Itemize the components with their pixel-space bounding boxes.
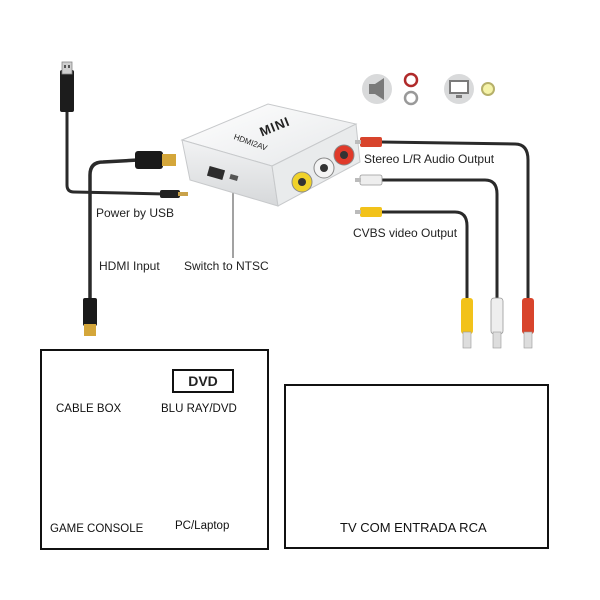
hdmi-cable	[83, 151, 176, 336]
sources-panel	[40, 349, 269, 550]
rca-sockets	[291, 144, 355, 193]
rca-cables	[355, 137, 534, 349]
source-label-pc: PC/Laptop	[175, 520, 230, 532]
audio-jack-icon	[403, 72, 419, 106]
usb-power-cable	[60, 61, 188, 198]
hdmi-input-label: HDMI Input	[99, 259, 160, 273]
hdmi2av-converter-box	[180, 103, 361, 207]
cvbs-video-label: CVBS video Output	[353, 226, 458, 240]
source-label-cable-box: CABLE BOX	[56, 403, 122, 415]
speaker-icon	[362, 74, 392, 104]
source-label-blu-ray: BLU RAY/DVD	[161, 403, 237, 415]
monitor-icon	[444, 74, 474, 104]
dvd-badge: DVD	[172, 369, 234, 393]
switch-ntsc-label: Switch to NTSC	[184, 259, 269, 273]
stereo-audio-label: Stereo L/R Audio Output	[364, 152, 495, 166]
tv-panel-caption: TV COM ENTRADA RCA	[340, 520, 487, 535]
tv-panel	[284, 384, 549, 549]
power-label: Power by USB	[96, 206, 175, 220]
video-jack-icon	[481, 82, 495, 96]
source-label-game-console: GAME CONSOLE	[50, 523, 144, 535]
